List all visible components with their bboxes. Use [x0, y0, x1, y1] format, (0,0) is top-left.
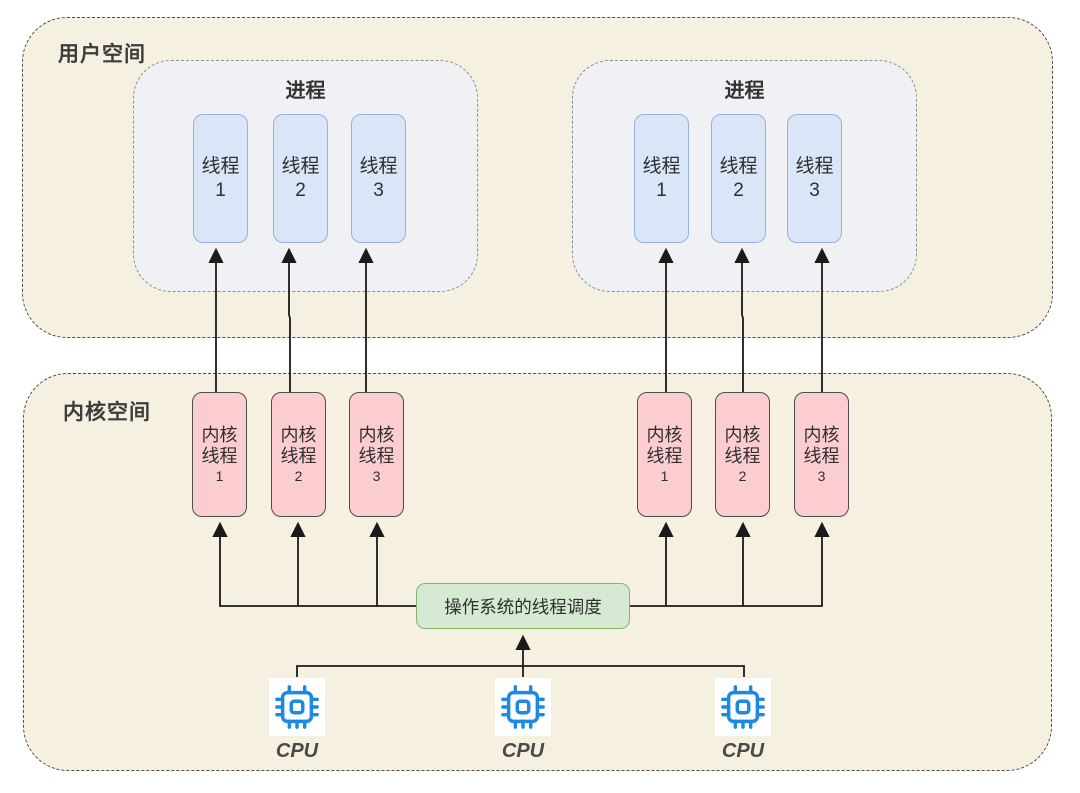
- kernel-thread-box: 内核 线程 3: [794, 392, 849, 517]
- kernel-thread-box: 内核 线程 2: [271, 392, 326, 517]
- thread-label: 线程: [795, 155, 834, 177]
- thread-box: 线程 3: [351, 114, 406, 243]
- kernel-thread-number: 1: [660, 467, 669, 484]
- scheduler-label: 操作系统的线程调度: [444, 596, 602, 617]
- kernel-thread-line1: 内核: [724, 424, 761, 445]
- kernel-thread-line1: 内核: [803, 424, 840, 445]
- cpu-label: CPU: [501, 740, 545, 762]
- cpu-node: [269, 678, 325, 736]
- kernel-thread-box: 内核 线程 2: [715, 392, 770, 517]
- kernel-thread-line2: 线程: [803, 445, 840, 466]
- kernel-thread-number: 3: [372, 467, 381, 484]
- cpu-label: CPU: [275, 740, 319, 762]
- thread-box: 线程 3: [787, 114, 842, 243]
- thread-number: 1: [656, 179, 667, 201]
- kernel-thread-box: 内核 线程 1: [637, 392, 692, 517]
- cpu-node: [495, 678, 551, 736]
- kernel-thread-line1: 内核: [646, 424, 683, 445]
- user-space-label: 用户空间: [58, 43, 146, 66]
- cpu-label: CPU: [721, 740, 765, 762]
- thread-box: 线程 2: [273, 114, 328, 243]
- cpu-chip-icon: [275, 685, 319, 729]
- thread-number: 2: [295, 179, 306, 201]
- thread-number: 3: [809, 179, 820, 201]
- kernel-thread-line1: 内核: [201, 424, 238, 445]
- kernel-thread-number: 2: [294, 467, 303, 484]
- thread-label: 线程: [281, 155, 320, 177]
- kernel-thread-line2: 线程: [280, 445, 317, 466]
- kernel-thread-line2: 线程: [646, 445, 683, 466]
- cpu-node: [715, 678, 771, 736]
- thread-label: 线程: [201, 155, 240, 177]
- thread-number: 3: [373, 179, 384, 201]
- process-title-right: 进程: [724, 80, 765, 102]
- kernel-thread-number: 2: [738, 467, 747, 484]
- thread-label: 线程: [359, 155, 398, 177]
- kernel-thread-line1: 内核: [358, 424, 395, 445]
- kernel-thread-line2: 线程: [201, 445, 238, 466]
- scheduler-box: 操作系统的线程调度: [416, 583, 630, 629]
- kernel-thread-box: 内核 线程 3: [349, 392, 404, 517]
- thread-number: 1: [215, 179, 226, 201]
- thread-label: 线程: [642, 155, 681, 177]
- thread-box: 线程 2: [711, 114, 766, 243]
- thread-label: 线程: [719, 155, 758, 177]
- cpu-chip-icon: [721, 685, 765, 729]
- kernel-thread-line2: 线程: [358, 445, 395, 466]
- kernel-thread-number: 3: [817, 467, 826, 484]
- cpu-chip-icon: [501, 685, 545, 729]
- thread-number: 2: [733, 179, 744, 201]
- kernel-thread-line2: 线程: [724, 445, 761, 466]
- kernel-thread-box: 内核 线程 1: [192, 392, 247, 517]
- kernel-space-label: 内核空间: [63, 401, 151, 424]
- thread-box: 线程 1: [634, 114, 689, 243]
- process-title-left: 进程: [285, 80, 326, 102]
- kernel-thread-number: 1: [215, 467, 224, 484]
- thread-box: 线程 1: [193, 114, 248, 243]
- kernel-thread-line1: 内核: [280, 424, 317, 445]
